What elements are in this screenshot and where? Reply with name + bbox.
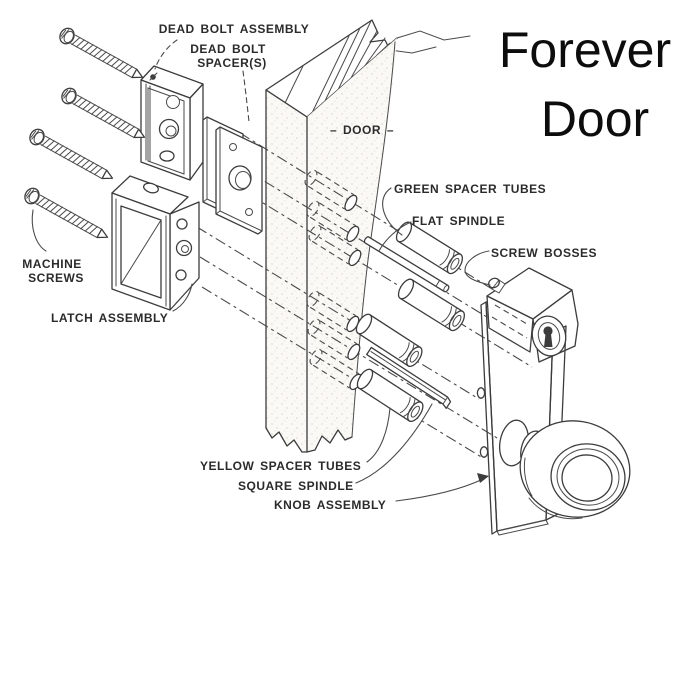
leader-machine-screws: [31, 209, 47, 252]
flat-spindle: [363, 236, 450, 293]
door-post: [265, 19, 471, 453]
label-dead-bolt-spacer-line2: SPACER(S): [197, 56, 267, 70]
label-dead-bolt-assembly: DEAD BOLT ASSEMBLY: [159, 22, 310, 36]
part-labels: DEAD BOLT ASSEMBLY DEAD BOLT SPACER(S) M…: [22, 22, 597, 512]
label-screw-bosses: SCREW BOSSES: [491, 246, 597, 260]
green-spacer-tube-2: [394, 276, 469, 334]
leader-flat-spindle: [378, 221, 412, 252]
label-flat-spindle: FLAT SPINDLE: [412, 214, 505, 228]
latch-assembly: [111, 175, 200, 311]
leader-lines: [31, 39, 491, 502]
knob-assembly: [476, 267, 631, 536]
label-latch-assembly: LATCH ASSEMBLY: [51, 311, 168, 325]
leader-screw-bosses: [464, 250, 491, 286]
square-spindle: [366, 346, 452, 409]
leader-dead-bolt-spacer: [242, 70, 250, 123]
dead-bolt-spacers: [202, 116, 263, 235]
label-dead-bolt-spacer-line1: DEAD BOLT: [190, 42, 266, 56]
label-machine-screws-line1: MACHINE: [22, 257, 82, 271]
label-knob-assembly: KNOB ASSEMBLY: [274, 498, 386, 512]
label-door: – DOOR –: [330, 123, 394, 137]
leader-knob-assembly: [395, 478, 484, 502]
leader-yellow-spacer-tubes: [366, 407, 391, 463]
knob-leader-arrowhead: [477, 473, 489, 483]
label-yellow-spacer-tubes: YELLOW SPACER TUBES: [200, 459, 361, 473]
brand-title-line2: Door: [541, 91, 649, 147]
brand-title-line1: Forever: [499, 22, 671, 78]
leader-latch-assembly: [172, 283, 193, 312]
label-machine-screws-line2: SCREWS: [28, 271, 84, 285]
label-square-spindle: SQUARE SPINDLE: [238, 479, 354, 493]
label-green-spacer-tubes: GREEN SPACER TUBES: [394, 182, 546, 196]
leader-dead-bolt-assembly: [154, 39, 178, 70]
brand-title: Forever Door: [499, 22, 671, 147]
leader-square-spindle: [355, 403, 433, 484]
dead-bolt-assembly: [140, 65, 204, 181]
